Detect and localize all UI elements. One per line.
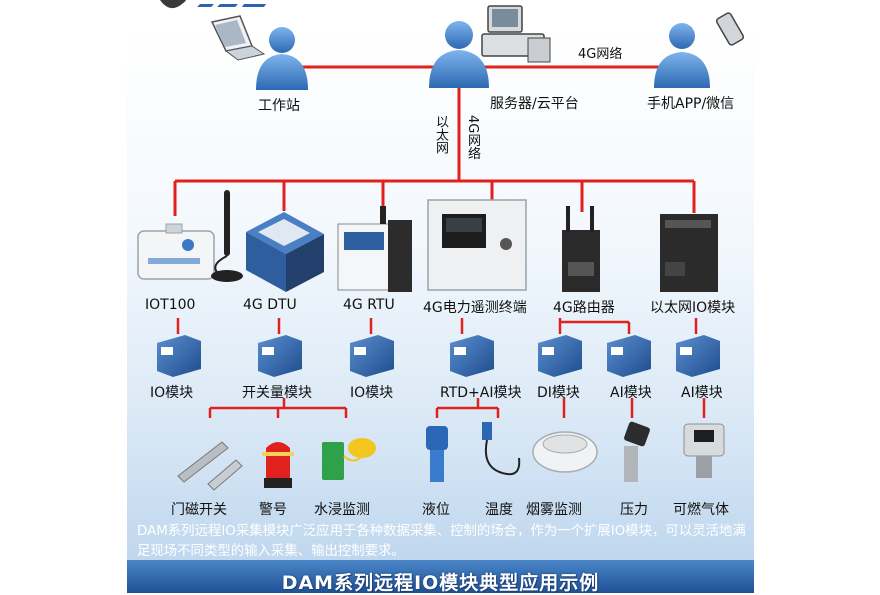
left-margin [0, 0, 127, 593]
ethernet-io-device [660, 214, 718, 292]
door-switch-icon [177, 441, 243, 491]
module-label-2: 开关量模块 [242, 385, 312, 401]
sensor-label-gas: 可燃气体 [673, 502, 729, 518]
sensor-label-level: 液位 [422, 502, 450, 518]
iot100-device [137, 223, 215, 280]
background-panel [127, 0, 754, 593]
device-module-lines [176, 318, 698, 334]
module-label-7: AI模块 [681, 385, 723, 401]
footer-title: DAM系列远程IO模块典型应用示例 [281, 572, 600, 594]
footer-band [127, 560, 754, 593]
power-terminal-device [427, 199, 527, 291]
workstation-label: 工作站 [258, 98, 300, 114]
sensor-label-siren: 警号 [259, 502, 287, 518]
mobile-user-icon [654, 12, 745, 88]
sensor-label-water: 水浸监测 [314, 502, 370, 518]
top-network-lines [173, 65, 700, 216]
backbone-4g-label: 4G网络 [465, 115, 480, 160]
description-text: DAM系列远程IO采集模块广泛应用于各种数据采集、控制的场合，作为一个扩展IO模… [137, 524, 746, 559]
smoke-detector-icon [532, 431, 598, 473]
sensor-label-door: 门磁开关 [171, 502, 227, 518]
sensor-label-pressure: 压力 [620, 502, 648, 518]
mobile-label: 手机APP/微信 [647, 96, 735, 112]
antenna [211, 190, 243, 282]
device-label-dtu: 4G DTU [243, 297, 297, 313]
module-icons [157, 335, 720, 377]
brand-logo [160, 0, 266, 9]
module-label-5: DI模块 [537, 385, 580, 401]
device-label-router: 4G路由器 [553, 300, 615, 316]
pressure-sensor-icon [624, 421, 650, 482]
water-leak-icon [322, 438, 376, 480]
rtu-device [337, 206, 412, 292]
right-margin [754, 0, 880, 593]
sensor-label-smoke: 烟雾监测 [526, 502, 582, 518]
device-label-rtu: 4G RTU [343, 297, 395, 313]
link-4g-label: 4G网络 [578, 47, 623, 62]
gas-detector-icon [683, 423, 725, 478]
temperature-sensor-icon [482, 422, 521, 476]
device-label-power-terminal: 4G电力遥测终端 [423, 300, 527, 316]
module-label-1: IO模块 [150, 385, 194, 401]
device-label-iot100: IOT100 [145, 297, 196, 313]
device-label-ethernet-io: 以太网IO模块 [650, 300, 736, 316]
ethernet-label: 以太网 [433, 115, 448, 154]
server-label: 服务器/云平台 [490, 96, 579, 112]
server-icon [429, 5, 551, 88]
module-label-6: AI模块 [610, 385, 652, 401]
router-device [562, 206, 600, 292]
module-label-4: RTD+AI模块 [440, 385, 522, 401]
sensor-label-temp: 温度 [485, 502, 513, 518]
module-sensor-lines [208, 398, 706, 418]
level-sensor-icon [426, 426, 448, 482]
workstation-icon [210, 15, 308, 90]
module-label-3: IO模块 [350, 385, 394, 401]
alarm-siren-icon [262, 442, 294, 488]
dtu-device [246, 212, 324, 292]
